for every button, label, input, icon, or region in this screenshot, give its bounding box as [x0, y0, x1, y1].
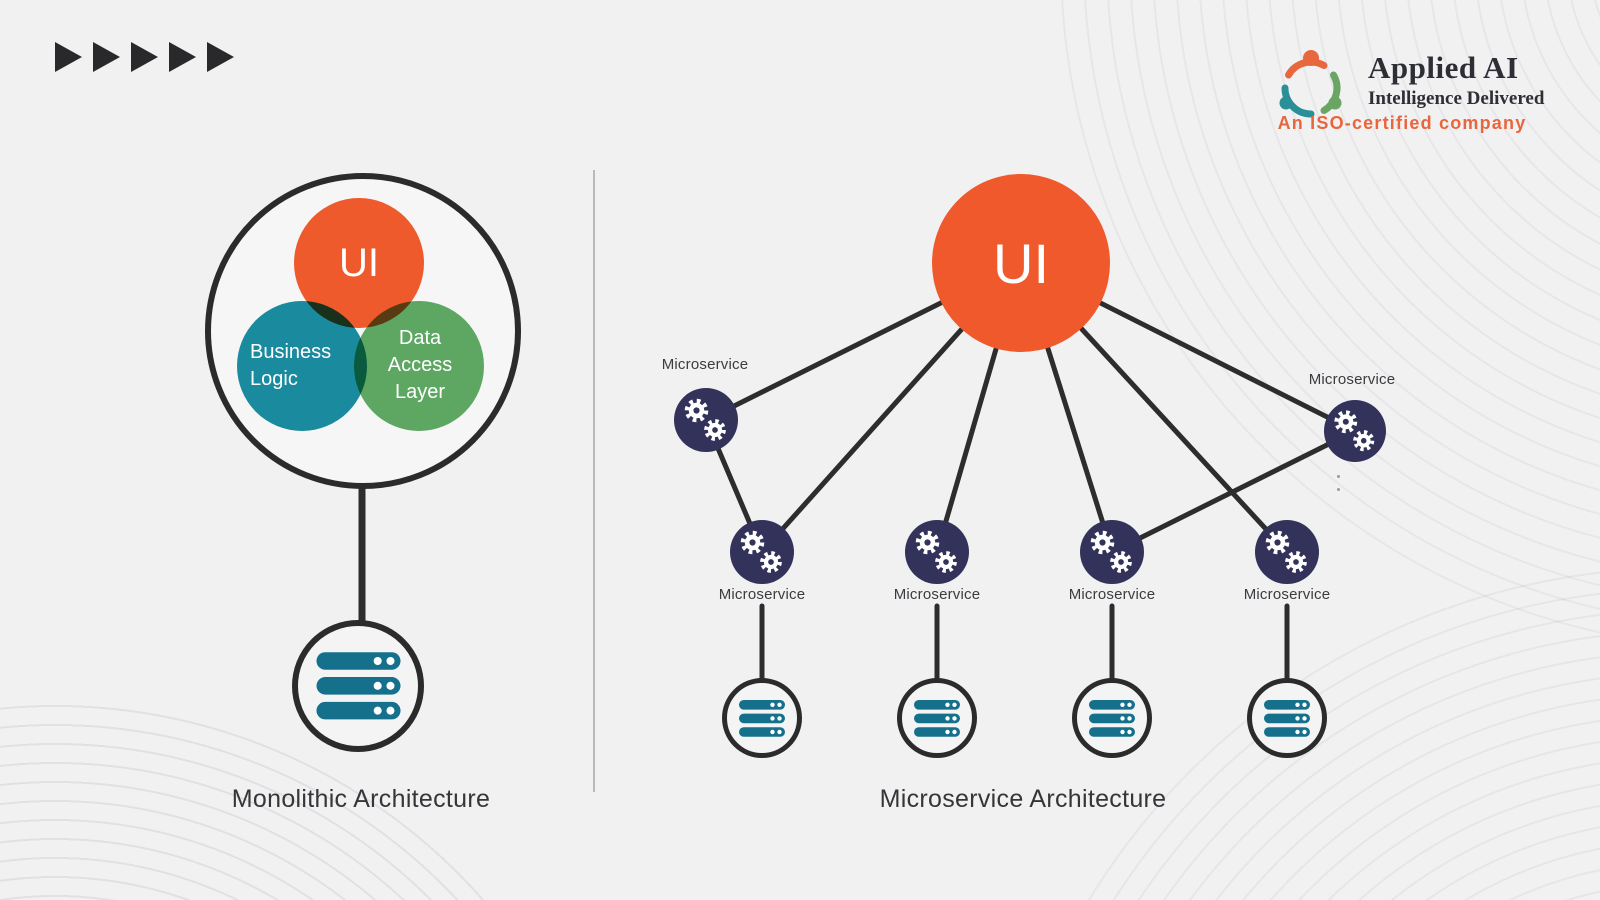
monolith-database-node [292, 620, 424, 752]
database-icon [1086, 700, 1138, 737]
database-node-2 [897, 678, 977, 758]
brand-certification: An ISO-certified company [1277, 113, 1527, 133]
slide-arrows-decoration [55, 42, 234, 72]
microservice-node-3 [1080, 520, 1144, 584]
dot-decoration [1337, 488, 1340, 491]
arrow-icon [207, 42, 234, 72]
microservice-node-1 [730, 520, 794, 584]
monolith-boundary-circle [205, 173, 521, 489]
applied-ai-logo-icon [1279, 50, 1342, 118]
gears-icon [1324, 400, 1386, 462]
microservice-node-top-right [1324, 400, 1386, 462]
gears-icon [1080, 520, 1144, 584]
microservice-ui-node: UI [932, 174, 1110, 352]
database-icon [911, 700, 963, 737]
database-node-4 [1247, 678, 1327, 758]
arrow-icon [93, 42, 120, 72]
arrow-icon [131, 42, 158, 72]
microservice-node-4 [1255, 520, 1319, 584]
gears-icon [1255, 520, 1319, 584]
arrow-icon [169, 42, 196, 72]
brand-name: Applied AI [1368, 50, 1519, 85]
database-icon [1261, 700, 1313, 737]
microservice-label-top-right: Microservice [1308, 371, 1396, 388]
ui-label: UI [993, 231, 1049, 295]
ui-label: UI [339, 240, 379, 285]
microservice-label-4: Microservice [1243, 586, 1331, 603]
gears-icon [905, 520, 969, 584]
database-icon [311, 652, 406, 720]
microservice-label-3: Microservice [1068, 586, 1156, 603]
monolithic-caption: Monolithic Architecture [231, 785, 491, 813]
panel-divider [593, 170, 595, 792]
microservice-label-1: Microservice [718, 586, 806, 603]
gears-icon [730, 520, 794, 584]
gears-icon [674, 388, 738, 452]
microservice-caption: Microservice Architecture [879, 785, 1167, 813]
microservice-node-top-left [674, 388, 738, 452]
business-logic-label: Business Logic [250, 341, 332, 390]
arrow-icon [55, 42, 82, 72]
database-icon [736, 700, 788, 737]
database-node-1 [722, 678, 802, 758]
dot-decoration [1337, 475, 1340, 478]
microservice-node-2 [905, 520, 969, 584]
data-access-label: Data Access Layer [387, 327, 453, 403]
database-node-3 [1072, 678, 1152, 758]
microservice-label-2: Microservice [893, 586, 981, 603]
microservice-label-top-left: Microservice [661, 356, 749, 373]
brand-tagline: Intelligence Delivered [1368, 88, 1545, 109]
